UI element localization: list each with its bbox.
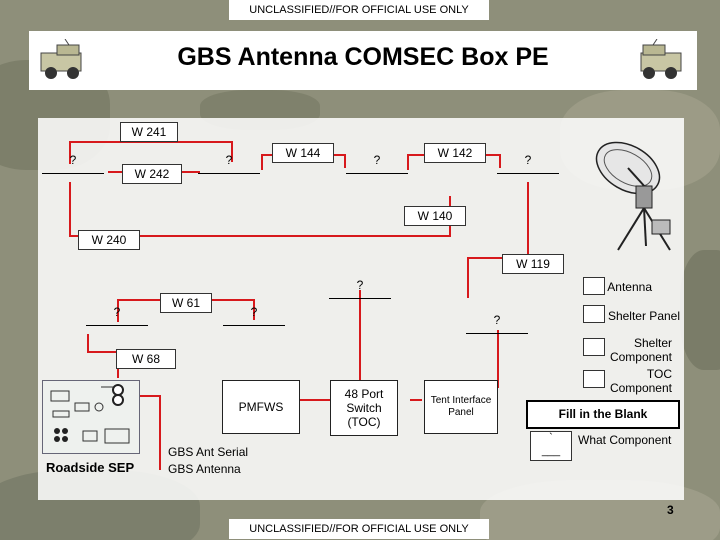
page-number: 3 [667, 503, 674, 517]
answer-blank[interactable] [346, 167, 408, 174]
unknown-connector[interactable]: ? [42, 153, 104, 174]
legend-swatch-antenna [583, 277, 605, 295]
cable-label-w142: W 142 [424, 143, 486, 163]
answer-blank[interactable] [198, 167, 260, 174]
what-component-example-box: ` ___ [530, 431, 572, 461]
wire-w119 [468, 182, 528, 298]
cable-label-w119: W 119 [502, 254, 564, 274]
roadside-sep-label: Roadside SEP [46, 460, 134, 475]
unknown-connector[interactable]: ? [466, 313, 528, 334]
unknown-connector[interactable]: ? [223, 305, 285, 326]
example-mark: ` [531, 432, 571, 445]
roadside-sep-device [42, 380, 140, 454]
fill-in-the-blank-title: Fill in the Blank [526, 400, 680, 429]
legend-shelter-panel: Shelter Panel [590, 309, 680, 323]
answer-blank[interactable] [329, 292, 391, 299]
wire-w68 [88, 334, 118, 378]
legend-antenna: Antenna [604, 280, 652, 294]
cable-label-w241: W 241 [120, 122, 178, 142]
wire-w240 [70, 182, 450, 236]
cable-label-w144: W 144 [272, 143, 334, 163]
satellite-dish-icon [588, 128, 688, 258]
unknown-connector[interactable]: ? [497, 153, 559, 174]
sep-front-panel [43, 381, 139, 453]
cable-label-w61: W 61 [160, 293, 212, 313]
legend-toc-component: TOC Component [606, 367, 672, 395]
answer-blank[interactable] [497, 167, 559, 174]
answer-blank[interactable] [42, 167, 104, 174]
tent-interface-panel-box: Tent Interface Panel [424, 380, 498, 434]
gbs-ant-serial-label: GBS Ant Serial [168, 444, 248, 461]
cable-label-w240: W 240 [78, 230, 140, 250]
cable-label-w140: W 140 [404, 206, 466, 226]
answer-blank[interactable] [86, 319, 148, 326]
unknown-connector[interactable]: ? [329, 278, 391, 299]
pmfws-box: PMFWS [222, 380, 300, 434]
gbs-labels: GBS Ant Serial GBS Antenna [168, 444, 248, 478]
unknown-connector[interactable]: ? [346, 153, 408, 174]
legend-swatch-shelter-component [583, 338, 605, 356]
legend-swatch-toc-component [583, 370, 605, 388]
classification-banner-bottom: UNCLASSIFIED//FOR OFFICIAL USE ONLY [229, 519, 489, 539]
cable-label-w68: W 68 [116, 349, 176, 369]
answer-blank[interactable] [223, 319, 285, 326]
answer-blank[interactable] [466, 327, 528, 334]
unknown-connector[interactable]: ? [198, 153, 260, 174]
legend-shelter-component: Shelter Component [606, 336, 672, 364]
gbs-antenna-label: GBS Antenna [168, 461, 248, 478]
switch-box: 48 Port Switch (TOC) [330, 380, 398, 436]
example-blank: ___ [531, 445, 571, 458]
unknown-connector[interactable]: ? [86, 305, 148, 326]
cable-label-w242: W 242 [122, 164, 182, 184]
what-component-label: What Component [578, 433, 671, 447]
connector-port [112, 394, 124, 406]
